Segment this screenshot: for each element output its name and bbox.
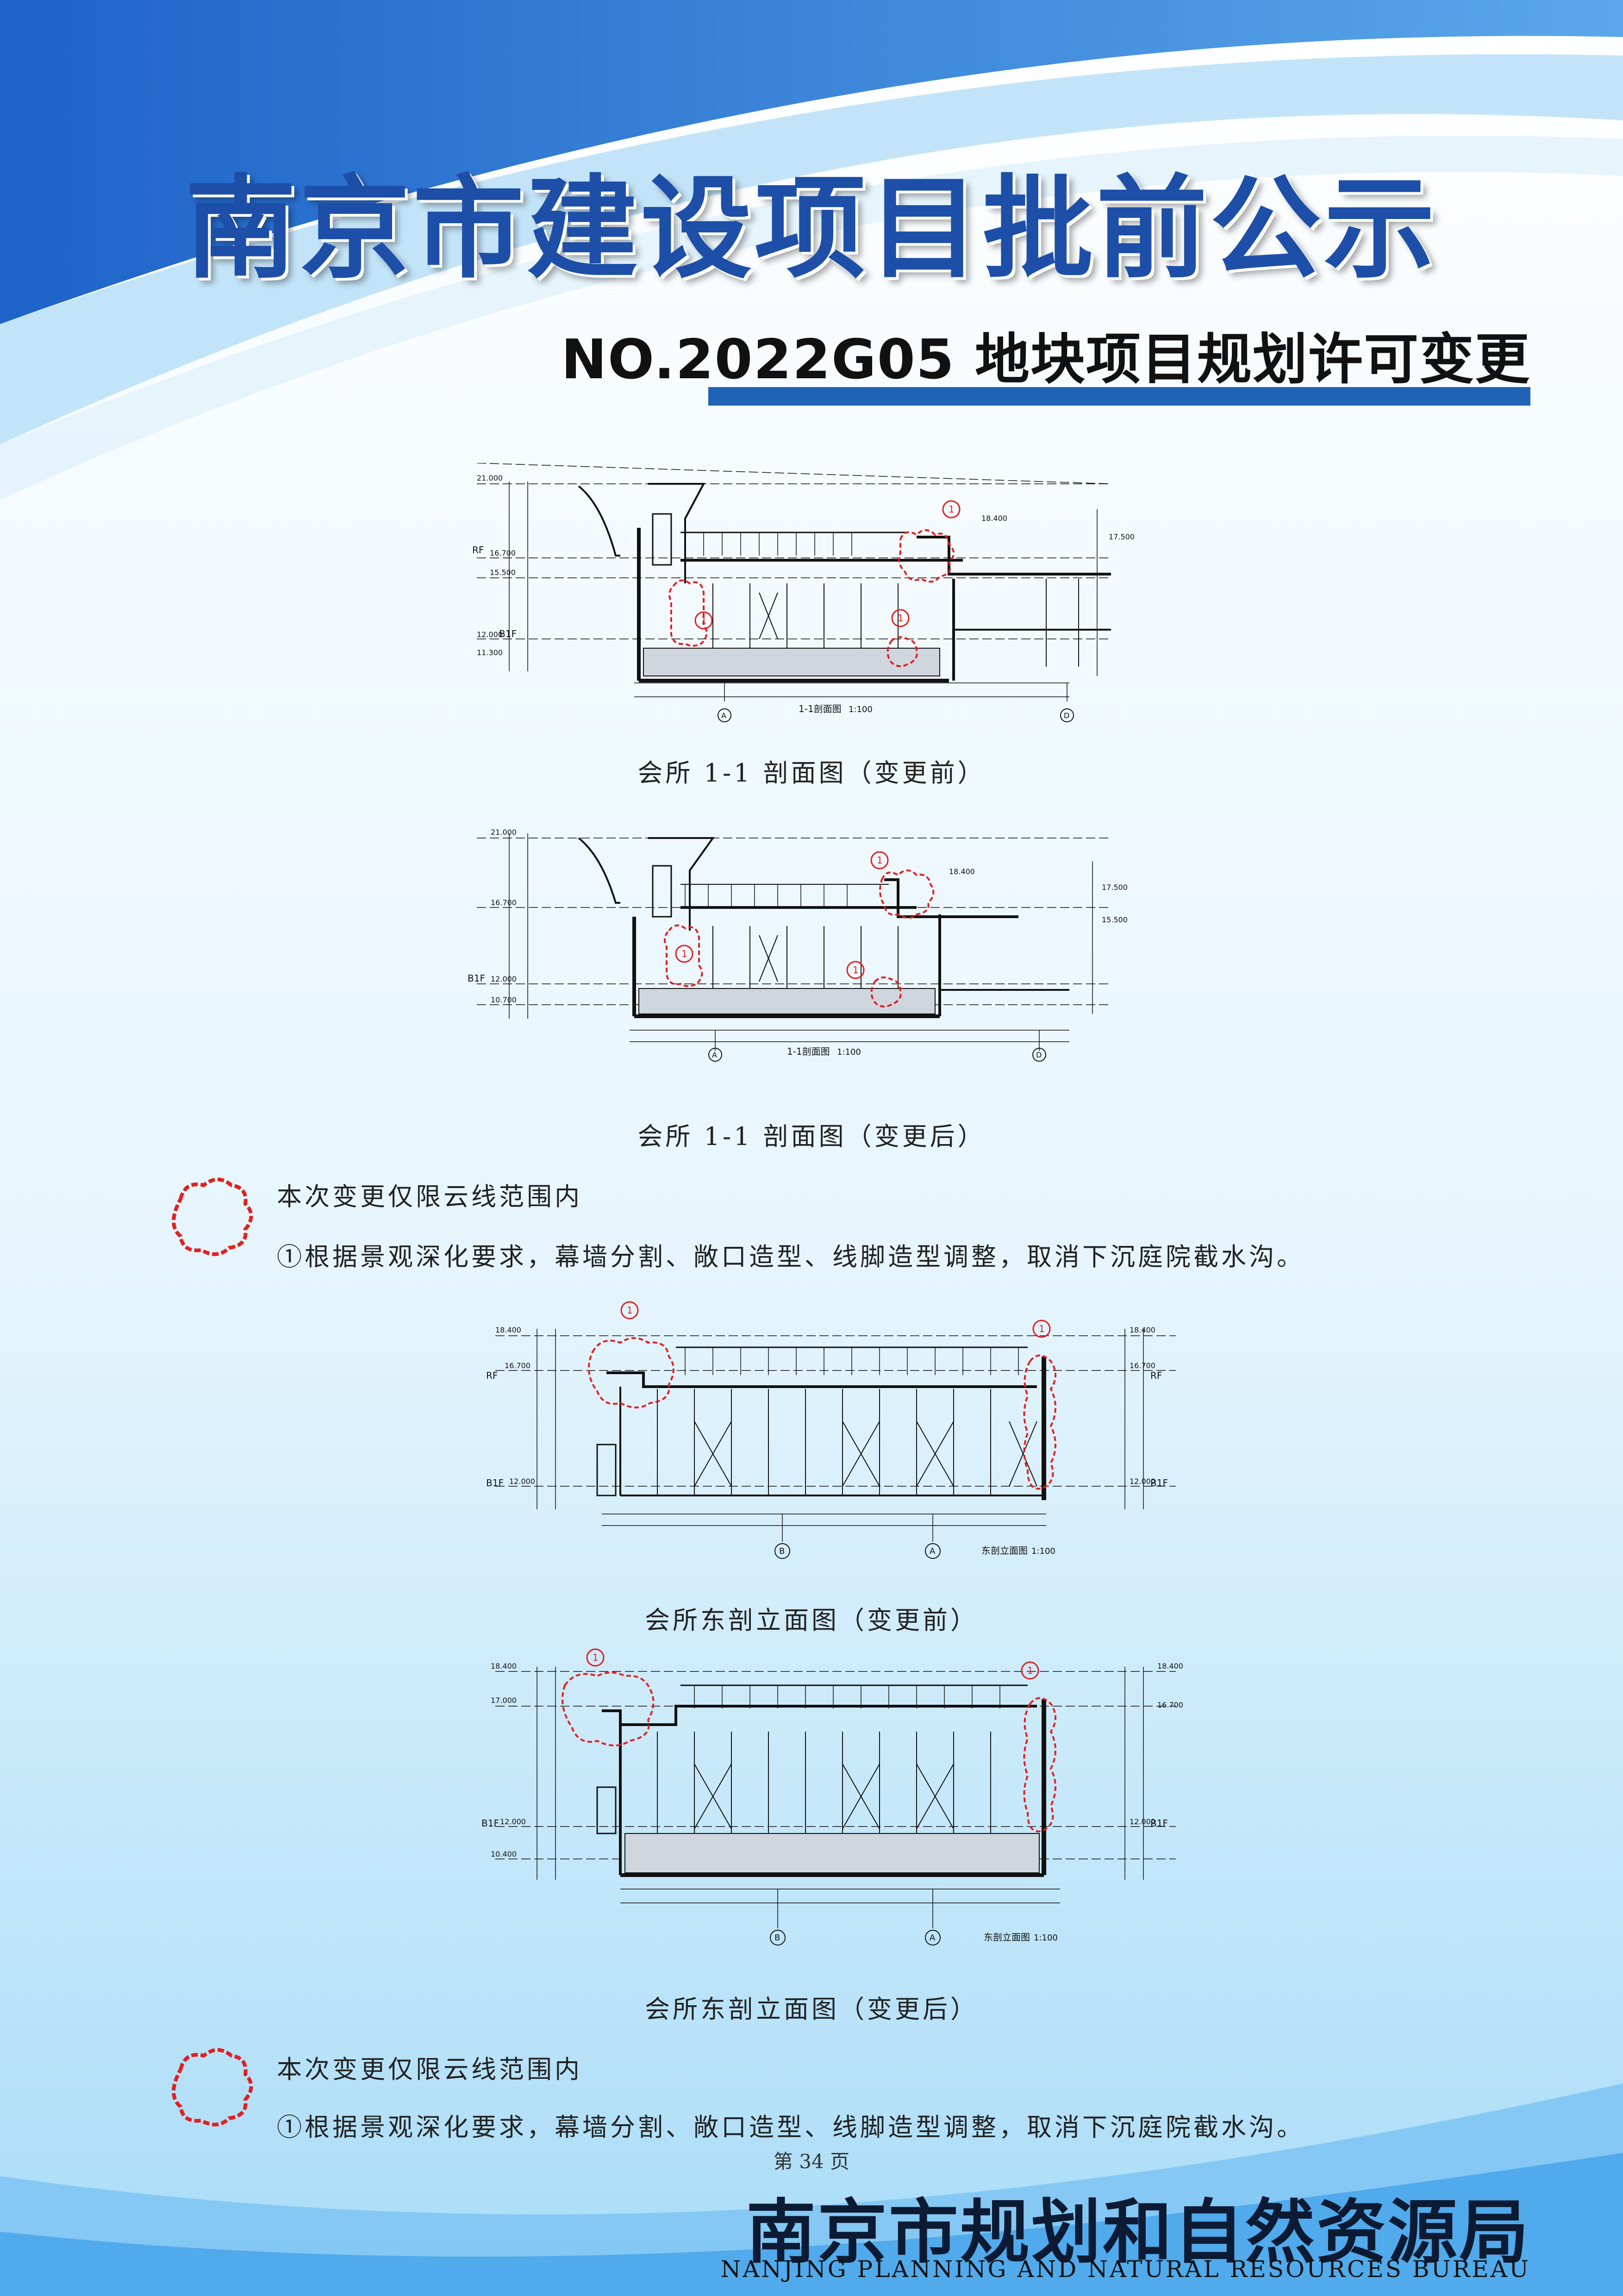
elevation-label: 16.700 — [491, 898, 517, 907]
caption-section-after: 会所 1-1 剖面图（变更后） — [637, 1122, 986, 1151]
elevation-label: 12.000 — [1130, 1817, 1155, 1826]
section-1-1-after-drawing: 21.000 16.700 B1F 12.000 10.700 18.400 1… — [468, 828, 1128, 1062]
axis-bubble-d: D — [1064, 711, 1069, 720]
note-scope: 本次变更仅限云线范围内 — [277, 2055, 582, 2084]
axis-bubble-a: A — [930, 1933, 936, 1943]
level-label-b1f: B1F — [499, 628, 517, 639]
drawing-title: 东剖立面图 — [984, 1932, 1030, 1943]
axis-bubble-a: A — [930, 1546, 936, 1556]
drawing-scale: 1:100 — [837, 1047, 861, 1057]
level-label-b1f: B1F — [1150, 1818, 1168, 1829]
elevation-label: 12.000 — [491, 975, 517, 983]
elevation-label: 17.500 — [1109, 532, 1135, 541]
level-label-b1f: B1F — [481, 1818, 499, 1829]
drawing-title: 1-1剖面图 — [787, 1046, 830, 1057]
elevation-label: 15.500 — [1102, 915, 1128, 924]
cloud-marker: 1 — [949, 504, 955, 515]
drawing-scale: 1:100 — [1034, 1933, 1058, 1943]
level-label-rf: RF — [472, 544, 484, 556]
cloud-marker: 1 — [627, 1305, 633, 1316]
level-label-rf: RF — [1150, 1370, 1162, 1381]
elevation-label: 21.000 — [491, 828, 517, 837]
cloud-marker: 1 — [681, 948, 687, 959]
elevation-label: 16.700 — [1130, 1361, 1155, 1370]
elevation-label: 17.500 — [1102, 883, 1128, 892]
axis-bubble-b: B — [774, 1933, 780, 1943]
cloud-marker: 1 — [1039, 1323, 1045, 1334]
subtitle-underline — [708, 387, 1530, 406]
elevation-label: 10.400 — [491, 1850, 517, 1858]
level-label-b1f: B1F — [1150, 1477, 1168, 1489]
cloud-marker: 1 — [898, 613, 904, 624]
cloud-line-legend — [172, 2048, 253, 2127]
axis-bubble-d: D — [1036, 1051, 1042, 1059]
drawing-scale: 1:100 — [849, 705, 873, 714]
elevation-label: 11.300 — [477, 648, 503, 657]
caption-elevation-after: 会所东剖立面图（变更后） — [645, 1995, 978, 2024]
bureau-name-cn: 南京市规划和自然资源局 — [746, 2191, 1530, 2273]
level-label-b1f: B1F — [486, 1477, 504, 1489]
elevation-label: 12.000 — [500, 1817, 526, 1826]
elevation-label: 21.000 — [477, 474, 503, 482]
elevation-label: 18.400 — [491, 1662, 517, 1670]
caption-elevation-before: 会所东剖立面图（变更前） — [645, 1606, 978, 1635]
elevation-label: 16.700 — [490, 549, 516, 557]
cloud-marker: 1 — [593, 1652, 599, 1663]
note-detail: ①根据景观深化要求，幕墙分割、敞口造型、线脚造型调整，取消下沉庭院截水沟。 — [277, 1242, 1305, 1271]
elevation-label: 18.400 — [1157, 1662, 1183, 1670]
elevation-label: 10.700 — [491, 995, 517, 1004]
elevation-label: 18.400 — [981, 514, 1007, 523]
elevation-label: 12.000 — [509, 1477, 535, 1486]
elevation-label: 15.500 — [490, 568, 516, 577]
page-subtitle: NO.2022G05 地块项目规划许可变更 — [561, 327, 1530, 391]
cloud-marker: 1 — [1027, 1665, 1033, 1676]
east-elevation-after-drawing: 18.400 17.000 B1F 12.000 10.400 18.400 1… — [481, 1648, 1183, 1946]
elevation-label: 12.000 — [477, 630, 503, 639]
bureau-name-en: NANJING PLANNING AND NATURAL RESOURCES B… — [720, 2256, 1530, 2283]
drawing-title: 东剖立面图 — [981, 1545, 1028, 1556]
level-label-rf: RF — [486, 1370, 498, 1381]
section-1-1-before-drawing: 21.000 RF 16.700 15.500 B1F 12.000 11.30… — [472, 463, 1135, 722]
east-elevation-before-drawing: 18.400 RF 16.700 B1F 12.000 18.400 16.70… — [486, 1301, 1176, 1559]
note-scope: 本次变更仅限云线范围内 — [277, 1182, 582, 1211]
elevation-label: 18.400 — [949, 867, 975, 876]
axis-bubble-a: A — [712, 1051, 717, 1059]
cloud-line-legend — [172, 1177, 253, 1256]
note-detail: ①根据景观深化要求，幕墙分割、敞口造型、线脚造型调整，取消下沉庭院截水沟。 — [277, 2113, 1305, 2142]
elevation-label: 12.000 — [1130, 1477, 1155, 1486]
drawing-title: 1-1剖面图 — [799, 703, 842, 714]
axis-bubble-b: B — [779, 1546, 785, 1556]
elevation-label: 16.700 — [505, 1361, 531, 1370]
cloud-marker: 1 — [853, 964, 859, 976]
page-title: 南京市建设项目批前公示 — [185, 163, 1438, 294]
drawing-scale: 1:100 — [1031, 1546, 1055, 1556]
cloud-marker: 1 — [701, 615, 707, 626]
elevation-label: 16.700 — [1157, 1701, 1183, 1709]
axis-bubble-a: A — [721, 711, 726, 720]
elevation-label: 18.400 — [1130, 1326, 1155, 1334]
page-number: 第 34 页 — [773, 2150, 850, 2173]
caption-section-before: 会所 1-1 剖面图（变更前） — [637, 758, 986, 788]
level-label-b1f: B1F — [468, 973, 485, 984]
elevation-label: 17.000 — [491, 1696, 517, 1705]
elevation-label: 18.400 — [495, 1326, 521, 1334]
cloud-marker: 1 — [877, 855, 883, 866]
